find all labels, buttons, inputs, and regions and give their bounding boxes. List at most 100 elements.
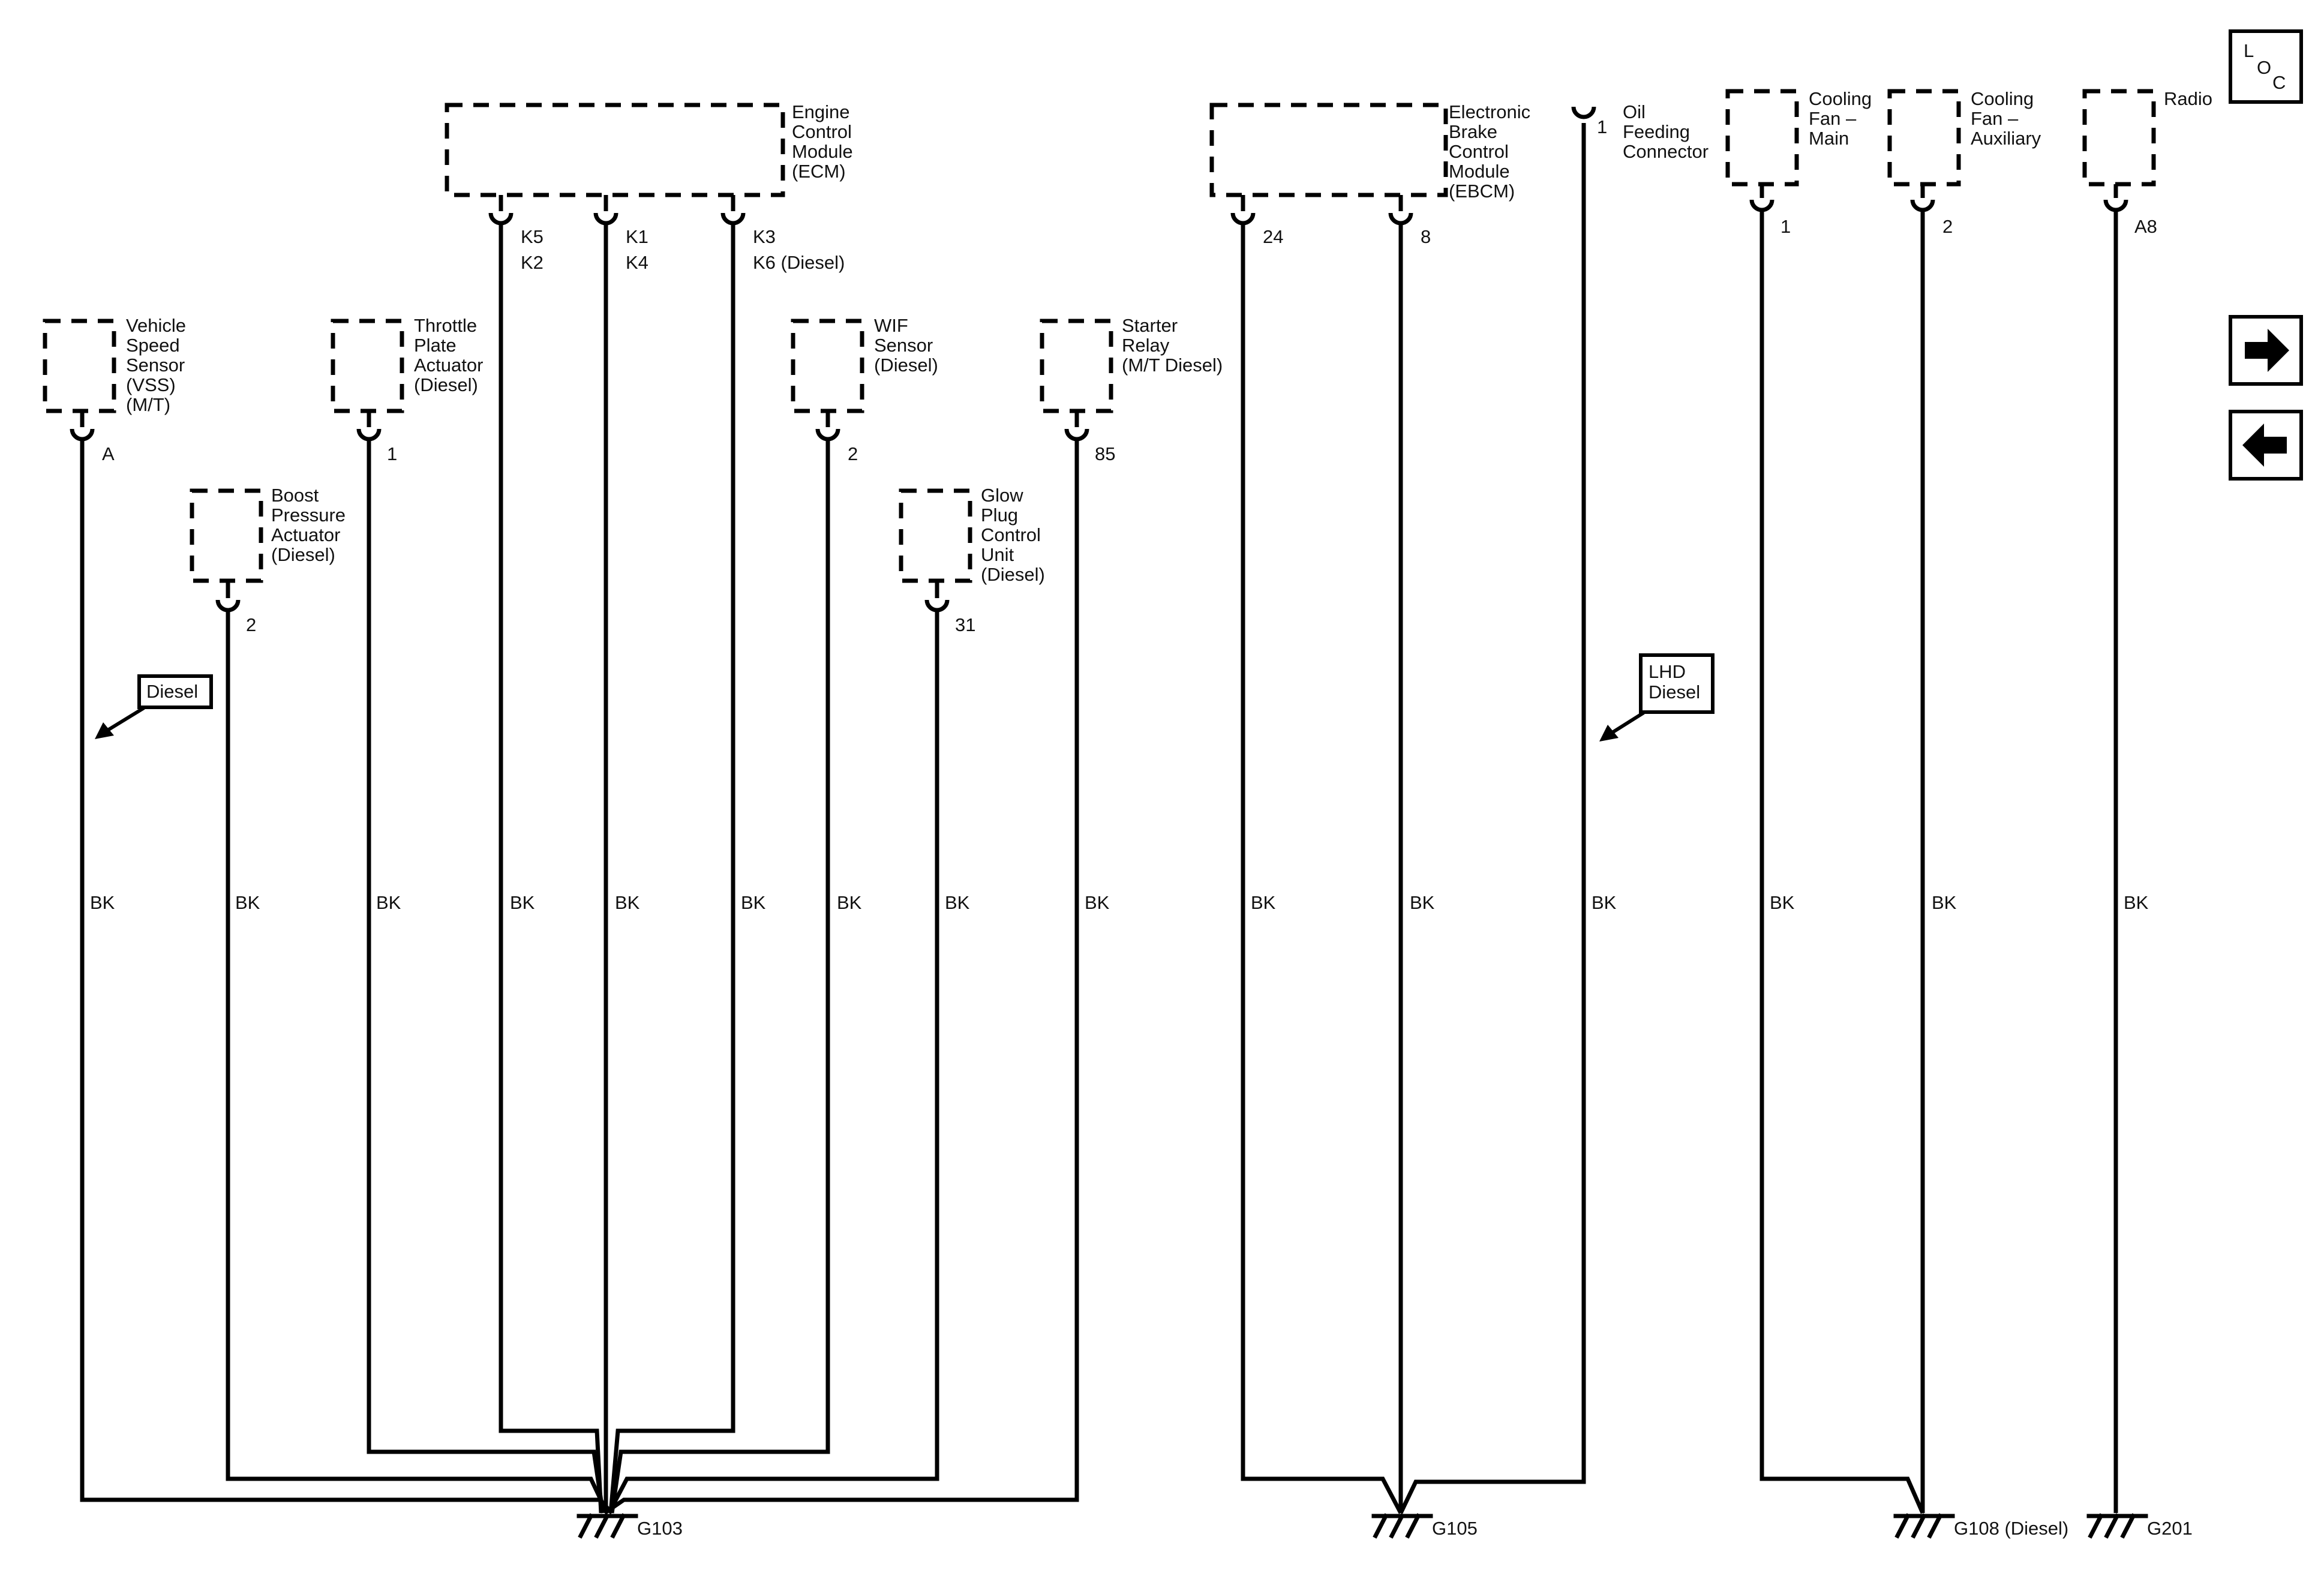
wire-color-label: BK	[1251, 892, 1276, 913]
arrow-left-icon	[2242, 424, 2287, 467]
wire-ecm-k5	[499, 225, 603, 1514]
wire-fan-main	[1759, 210, 1925, 1514]
next-page-button[interactable]	[2229, 315, 2303, 386]
wire-oil	[1398, 123, 1586, 1514]
component-labels: Engine Control Module (ECM) Electronic B…	[126, 88, 2212, 585]
radio-label: Radio	[2164, 88, 2212, 109]
ground-g103-symbol	[577, 1513, 638, 1539]
note-diesel: Diesel	[95, 674, 213, 739]
wire-color-label: BK	[741, 892, 766, 913]
pin-ecm-k1	[593, 195, 618, 226]
wire-color-label: BK	[1410, 892, 1435, 913]
pin-ebcm-8	[1388, 195, 1413, 226]
wire-vss	[80, 441, 614, 1515]
pin-ecm-k3	[720, 195, 746, 226]
wire-boost	[226, 612, 609, 1514]
wire-color-label: BK	[2124, 892, 2149, 913]
pin-label-ecm-1: K5 K2	[521, 226, 549, 273]
glow-label: Glow Plug Control Unit (Diesel)	[981, 485, 1046, 585]
pin-label-fan-main: 1	[1780, 216, 1791, 237]
pin-throttle	[356, 411, 382, 442]
pin-vss	[70, 411, 95, 442]
note-diesel-text: Diesel	[146, 681, 198, 702]
note-diesel-arrowhead	[95, 722, 114, 739]
starter-label: Starter Relay (M/T Diesel)	[1122, 315, 1223, 376]
pin-boost	[215, 581, 241, 613]
pin-ebcm-24	[1230, 195, 1256, 226]
pin-oil	[1571, 106, 1596, 119]
ground-g105-label: G105	[1432, 1518, 1478, 1539]
pin-label-boost: 2	[246, 614, 256, 635]
note-lhd-box	[1639, 653, 1715, 714]
pin-label-radio: A8	[2134, 216, 2157, 237]
loc-letter-o: O	[2257, 57, 2271, 78]
throttle-label: Throttle Plate Actuator (Diesel)	[414, 315, 488, 395]
glow-box	[899, 488, 972, 583]
wire-glow	[606, 612, 939, 1514]
oil-label: Oil Feeding Connector	[1623, 101, 1709, 162]
fan-aux-box	[1887, 89, 1961, 187]
pin-wif	[815, 411, 840, 442]
vss-box	[43, 319, 116, 413]
ebcm-label: Electronic Brake Control Module (EBCM)	[1449, 101, 1536, 202]
pin-fan-aux	[1910, 184, 1935, 212]
ground-g108-label: G108 (Diesel)	[1954, 1518, 2068, 1539]
connector-pins	[70, 106, 2128, 613]
fan-aux-label: Cooling Fan – Auxiliary	[1971, 88, 2041, 149]
wires-g105	[1241, 123, 1586, 1514]
wif-box	[791, 319, 864, 413]
ground-symbols: G103 G105 G108 (Diesel) G201	[577, 1513, 2193, 1539]
throttle-box	[331, 319, 404, 413]
pin-labels: K5 K2 K1 K4 K3 K6 (Diesel) 24 8 1 1 2 A8…	[102, 116, 2157, 635]
wire-color-label: BK	[1085, 892, 1110, 913]
pin-label-ebcm-1: 24	[1263, 226, 1283, 247]
wire-ebcm-24	[1241, 225, 1403, 1514]
note-lhd-arrowhead	[1599, 725, 1619, 742]
pin-radio	[2103, 184, 2128, 212]
wires-g108-g201	[1759, 210, 2118, 1514]
wire-color-label: BK	[1592, 892, 1617, 913]
wires-g103	[80, 225, 1079, 1515]
pin-label-throttle: 1	[387, 443, 397, 464]
pin-label-oil: 1	[1597, 116, 1607, 137]
loc-button[interactable]: L O C	[2229, 29, 2303, 104]
ground-g103-label: G103	[637, 1518, 683, 1539]
wire-throttle	[367, 441, 605, 1514]
pin-starter	[1064, 411, 1089, 442]
wire-color-label: BK	[945, 892, 970, 913]
component-boxes	[43, 89, 2156, 583]
prev-page-button[interactable]	[2229, 410, 2303, 481]
boost-label: Boost Pressure Actuator (Diesel)	[271, 485, 351, 565]
wire-color-label: BK	[615, 892, 640, 913]
pin-label-vss: A	[102, 443, 115, 464]
vss-label: Vehicle Speed Sensor (VSS) (M/T)	[126, 315, 191, 415]
pin-label-fan-aux: 2	[1942, 216, 1953, 237]
wire-wif	[609, 441, 830, 1514]
wire-color-label: BK	[90, 892, 115, 913]
wire-color-label: BK	[1770, 892, 1795, 913]
boost-box	[190, 488, 263, 583]
loc-letter-l: L	[2244, 40, 2254, 61]
ebcm-box	[1209, 103, 1448, 197]
ground-g201-label: G201	[2147, 1518, 2193, 1539]
pin-ecm-k5	[488, 195, 514, 226]
ecm-label: Engine Control Module (ECM)	[792, 101, 858, 182]
ground-g105-symbol	[1371, 1513, 1433, 1539]
wire-color-label: BK	[510, 892, 535, 913]
pin-label-glow: 31	[955, 614, 975, 635]
fan-main-label: Cooling Fan – Main	[1809, 88, 1877, 149]
note-diesel-box	[137, 674, 213, 709]
pin-label-starter: 85	[1095, 443, 1115, 464]
loc-letter-c: C	[2272, 72, 2286, 93]
fan-main-box	[1725, 89, 1799, 187]
radio-box	[2082, 89, 2156, 187]
pin-label-ecm-3: K3 K6 (Diesel)	[753, 226, 845, 273]
starter-box	[1040, 319, 1113, 413]
wif-label: WIF Sensor (Diesel)	[874, 315, 938, 376]
note-lhd-text: LHD Diesel	[1649, 661, 1700, 703]
wire-color-label: BK	[1932, 892, 1957, 913]
ecm-box	[445, 103, 785, 197]
wire-color-label: BK	[837, 892, 862, 913]
